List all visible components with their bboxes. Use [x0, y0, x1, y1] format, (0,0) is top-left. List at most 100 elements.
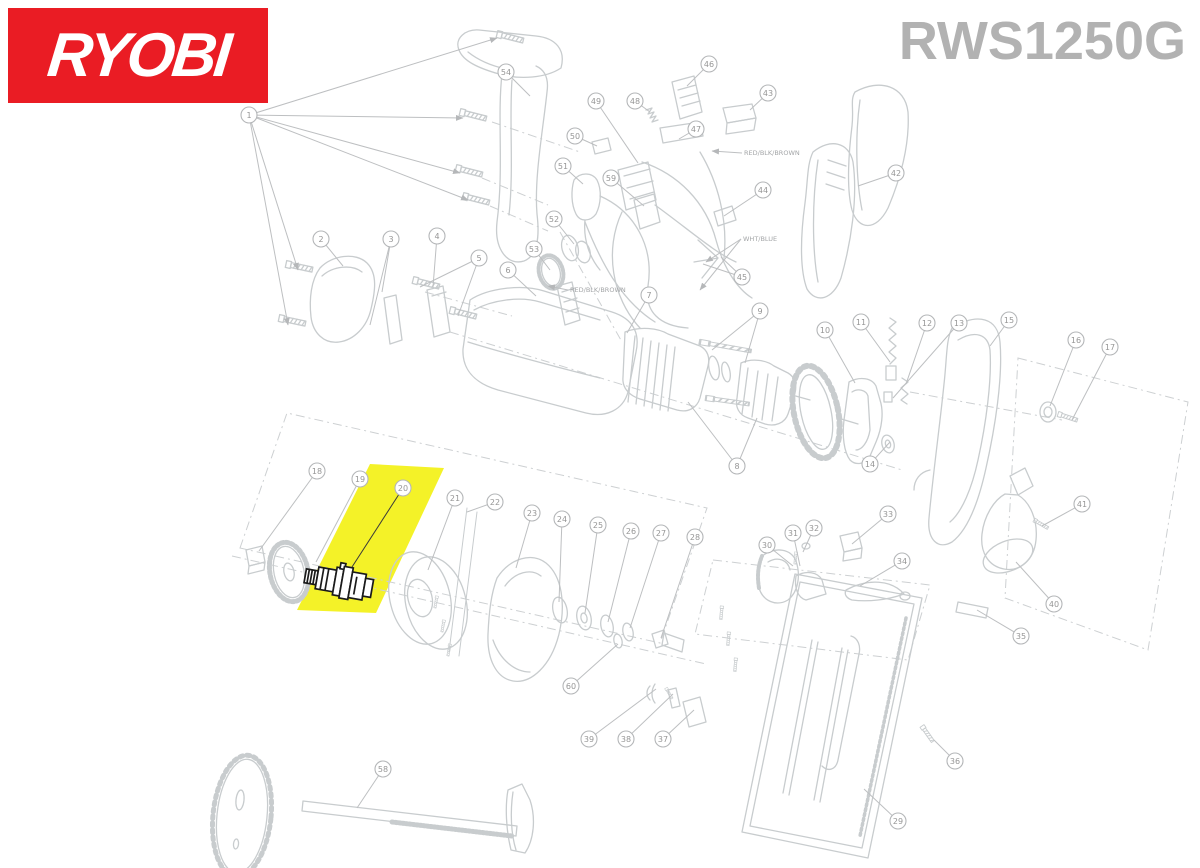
- callout-7: 7: [626, 286, 658, 334]
- svg-text:2: 2: [318, 235, 323, 244]
- switch-wiring-art: [571, 75, 757, 329]
- svg-text:51: 51: [558, 162, 568, 171]
- svg-text:3: 3: [388, 235, 393, 244]
- callout-44: 44: [723, 181, 772, 217]
- callout-34: 34: [859, 552, 911, 587]
- wire-label-1: RED/BLK/BROWN: [711, 148, 800, 157]
- svg-text:24: 24: [557, 515, 567, 524]
- callout-40: 40: [1015, 561, 1063, 613]
- arbor-assembly-art: [245, 234, 685, 682]
- model-number: RWS1250G: [898, 11, 1186, 71]
- svg-text:1: 1: [246, 111, 251, 120]
- callout-16: 16: [1049, 331, 1085, 407]
- callout-9: 9: [711, 302, 769, 364]
- svg-text:10: 10: [820, 326, 830, 335]
- callout-43: 43: [749, 84, 777, 111]
- callout-58: 58: [356, 760, 392, 809]
- svg-text:14: 14: [865, 460, 875, 469]
- svg-text:WHT/BLUE: WHT/BLUE: [743, 235, 777, 243]
- callout-8: 8: [687, 401, 758, 475]
- svg-text:34: 34: [897, 557, 907, 566]
- svg-text:47: 47: [691, 125, 701, 134]
- svg-text:41: 41: [1077, 500, 1087, 509]
- motor-assembly-art: [309, 255, 909, 465]
- callout-14: 14: [861, 441, 891, 473]
- screws-art: [277, 29, 1079, 744]
- construction-lines: [231, 121, 1189, 665]
- svg-text:50: 50: [570, 132, 580, 141]
- svg-text:54: 54: [501, 68, 511, 77]
- callout-52: 52: [545, 210, 575, 245]
- ryobi-logo: RYOBI: [8, 8, 268, 103]
- svg-text:43: 43: [763, 89, 773, 98]
- callout-33: 33: [851, 505, 897, 545]
- callout-48: 48: [626, 92, 651, 113]
- svg-text:49: 49: [591, 97, 601, 106]
- callout-15: 15: [989, 311, 1018, 347]
- callout-38: 38: [617, 693, 674, 748]
- svg-text:32: 32: [809, 524, 819, 533]
- callout-1: 1: [240, 37, 498, 326]
- callout-23: 23: [515, 504, 541, 569]
- svg-text:RED/BLK/BROWN: RED/BLK/BROWN: [570, 286, 626, 294]
- callout-42: 42: [857, 164, 905, 187]
- svg-text:59: 59: [606, 174, 616, 183]
- rip-fence-art: [301, 783, 535, 854]
- svg-text:19: 19: [355, 475, 365, 484]
- svg-text:58: 58: [378, 765, 388, 774]
- svg-text:38: 38: [621, 735, 631, 744]
- callout-30: 30: [758, 536, 794, 567]
- svg-text:RED/BLK/BROWN: RED/BLK/BROWN: [744, 149, 800, 157]
- callout-45: 45: [702, 256, 751, 286]
- svg-text:21: 21: [450, 494, 460, 503]
- base-plate-art: [646, 531, 989, 859]
- callout-49: 49: [587, 92, 639, 164]
- callout-18: 18: [258, 462, 326, 552]
- svg-text:29: 29: [893, 817, 903, 826]
- wire-label-3: RED/BLK/BROWN: [547, 284, 626, 294]
- svg-text:11: 11: [856, 318, 866, 327]
- callout-10: 10: [816, 321, 856, 384]
- callout-35: 35: [976, 609, 1030, 645]
- svg-text:60: 60: [566, 682, 576, 691]
- svg-text:4: 4: [434, 232, 439, 241]
- svg-text:17: 17: [1105, 343, 1115, 352]
- knob-art: [981, 467, 1037, 574]
- callout-20: 20: [351, 479, 412, 568]
- callout-46: 46: [686, 55, 718, 87]
- callout-25: 25: [584, 516, 607, 614]
- svg-text:8: 8: [734, 462, 739, 471]
- highlighted-arbor-shaft: [303, 561, 375, 601]
- callout-31: 31: [784, 524, 802, 567]
- callout-13: 13: [892, 314, 968, 399]
- blade-art: [209, 752, 275, 868]
- svg-text:33: 33: [883, 510, 893, 519]
- svg-text:20: 20: [398, 484, 408, 493]
- svg-text:39: 39: [584, 735, 594, 744]
- callout-28: 28: [660, 528, 704, 639]
- svg-text:35: 35: [1016, 632, 1026, 641]
- svg-text:46: 46: [704, 60, 714, 69]
- svg-text:13: 13: [954, 319, 964, 328]
- callout-50: 50: [566, 127, 598, 147]
- svg-text:28: 28: [690, 533, 700, 542]
- callout-21: 21: [427, 489, 464, 571]
- callout-12: 12: [905, 314, 936, 385]
- wire-label-2: WHT/BLUE: [699, 235, 777, 291]
- svg-text:25: 25: [593, 521, 603, 530]
- wire-label-layer: RED/BLK/BROWN WHT/BLUE RED/BLK/BROWN: [547, 148, 800, 294]
- svg-text:45: 45: [737, 273, 747, 282]
- callout-51: 51: [554, 157, 584, 185]
- svg-text:30: 30: [762, 541, 772, 550]
- callout-26: 26: [607, 522, 640, 623]
- callout-59: 59: [602, 169, 645, 207]
- svg-text:23: 23: [527, 509, 537, 518]
- rear-handle-art: [800, 84, 909, 299]
- callout-29: 29: [863, 788, 907, 830]
- callout-39: 39: [580, 688, 657, 748]
- callout-4: 4: [428, 227, 446, 288]
- callout-27: 27: [629, 524, 670, 629]
- svg-text:16: 16: [1071, 336, 1081, 345]
- callout-53: 53: [525, 240, 551, 271]
